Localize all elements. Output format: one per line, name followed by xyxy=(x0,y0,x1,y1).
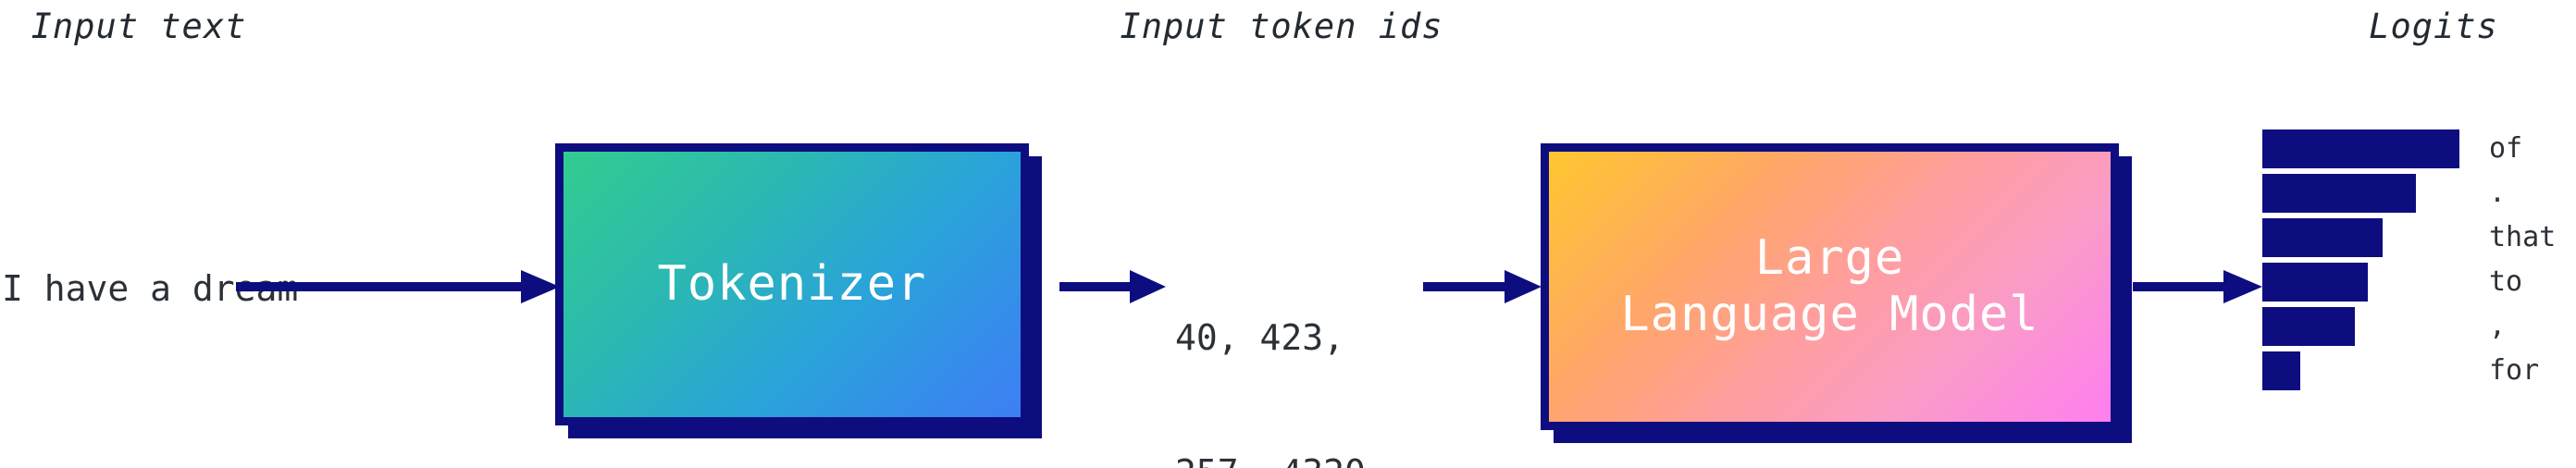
token-ids-text: 40, 423, 257, 4320 xyxy=(1175,226,1397,468)
caption-input-text: Input text xyxy=(31,6,247,46)
logit-bar xyxy=(2262,174,2416,213)
logit-row: to xyxy=(2262,263,2568,302)
caption-logits: Logits xyxy=(2369,6,2498,46)
caption-input-token-ids: Input token ids xyxy=(1120,6,1443,46)
arrow-text-to-tokenizer xyxy=(236,266,560,307)
logit-bar xyxy=(2262,351,2300,390)
token-ids-line-1: 40, 423, xyxy=(1175,317,1345,359)
tokenizer-label: Tokenizer xyxy=(657,255,927,312)
llm-block: Large Language Model xyxy=(1541,143,2132,443)
logit-label: , xyxy=(2489,310,2507,342)
logit-label: to xyxy=(2489,265,2523,298)
logits-bar-chart: of . that to , for xyxy=(2262,129,2568,425)
logit-label: for xyxy=(2489,354,2540,387)
token-ids-line-2: 257, 4320 xyxy=(1175,450,1397,468)
logit-bar xyxy=(2262,307,2355,346)
logit-bar xyxy=(2262,218,2383,257)
arrow-llm-to-logits xyxy=(2133,266,2262,307)
logit-label: that xyxy=(2489,221,2557,253)
logit-row: . xyxy=(2262,174,2568,213)
tokenizer-block: Tokenizer xyxy=(555,143,1042,438)
tokenizer-block-body: Tokenizer xyxy=(555,143,1029,425)
logit-label: of xyxy=(2489,132,2523,165)
logit-bar xyxy=(2262,129,2459,168)
logit-row: of xyxy=(2262,129,2568,168)
logit-row: for xyxy=(2262,351,2568,390)
logit-bar xyxy=(2262,263,2368,302)
arrow-tokenizer-to-ids xyxy=(1059,266,1166,307)
arrow-ids-to-llm xyxy=(1423,266,1542,307)
logit-label: . xyxy=(2489,177,2507,209)
logit-row: , xyxy=(2262,307,2568,346)
llm-block-body: Large Language Model xyxy=(1541,143,2119,430)
logit-row: that xyxy=(2262,218,2568,257)
llm-label: Large Language Model xyxy=(1620,229,2039,342)
